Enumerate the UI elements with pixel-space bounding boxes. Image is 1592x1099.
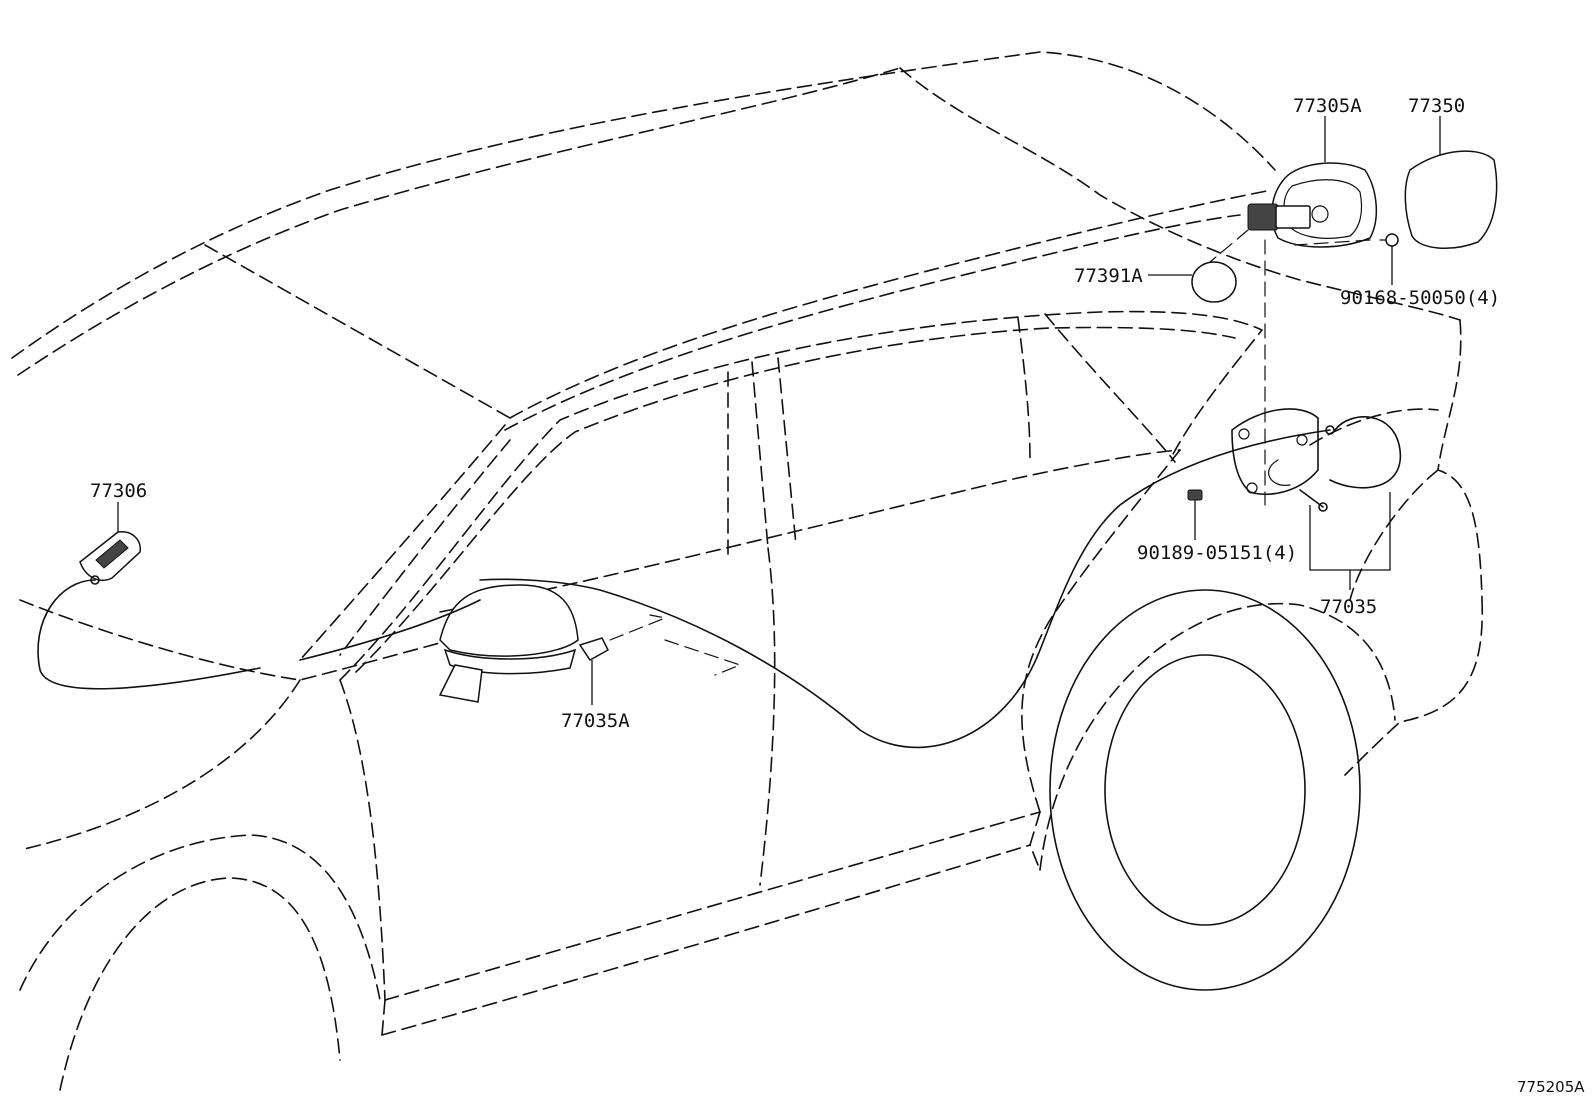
clamp-part	[578, 637, 609, 661]
label-77306: 77306	[90, 480, 147, 502]
label-77035A: 77035A	[561, 710, 630, 732]
label-90168-50050: 90168-50050(4)	[1340, 287, 1500, 309]
opener-lever-part	[79, 531, 141, 585]
fuel-lid-part	[1404, 150, 1498, 249]
label-77391A: 77391A	[1074, 265, 1143, 287]
clip-part	[1187, 489, 1203, 501]
diagram-code: 775205A	[1517, 1078, 1585, 1096]
label-77350: 77350	[1408, 95, 1465, 117]
fuel-filler-housing-part	[1247, 162, 1378, 248]
side-mirror	[438, 584, 579, 703]
cushion-part	[1191, 261, 1237, 303]
label-77035: 77035	[1320, 596, 1377, 618]
label-90189-05151: 90189-05151(4)	[1137, 542, 1297, 564]
screw-part	[1379, 233, 1399, 247]
vehicle-outline	[11, 51, 1484, 1091]
opener-cable	[37, 416, 1401, 749]
fuel-door-area	[1231, 408, 1319, 495]
part-labels: 77305A 77350 77391A 90168-50050(4) 77306…	[90, 95, 1585, 1096]
leader-lines	[117, 116, 1441, 705]
label-77305A: 77305A	[1293, 95, 1362, 117]
